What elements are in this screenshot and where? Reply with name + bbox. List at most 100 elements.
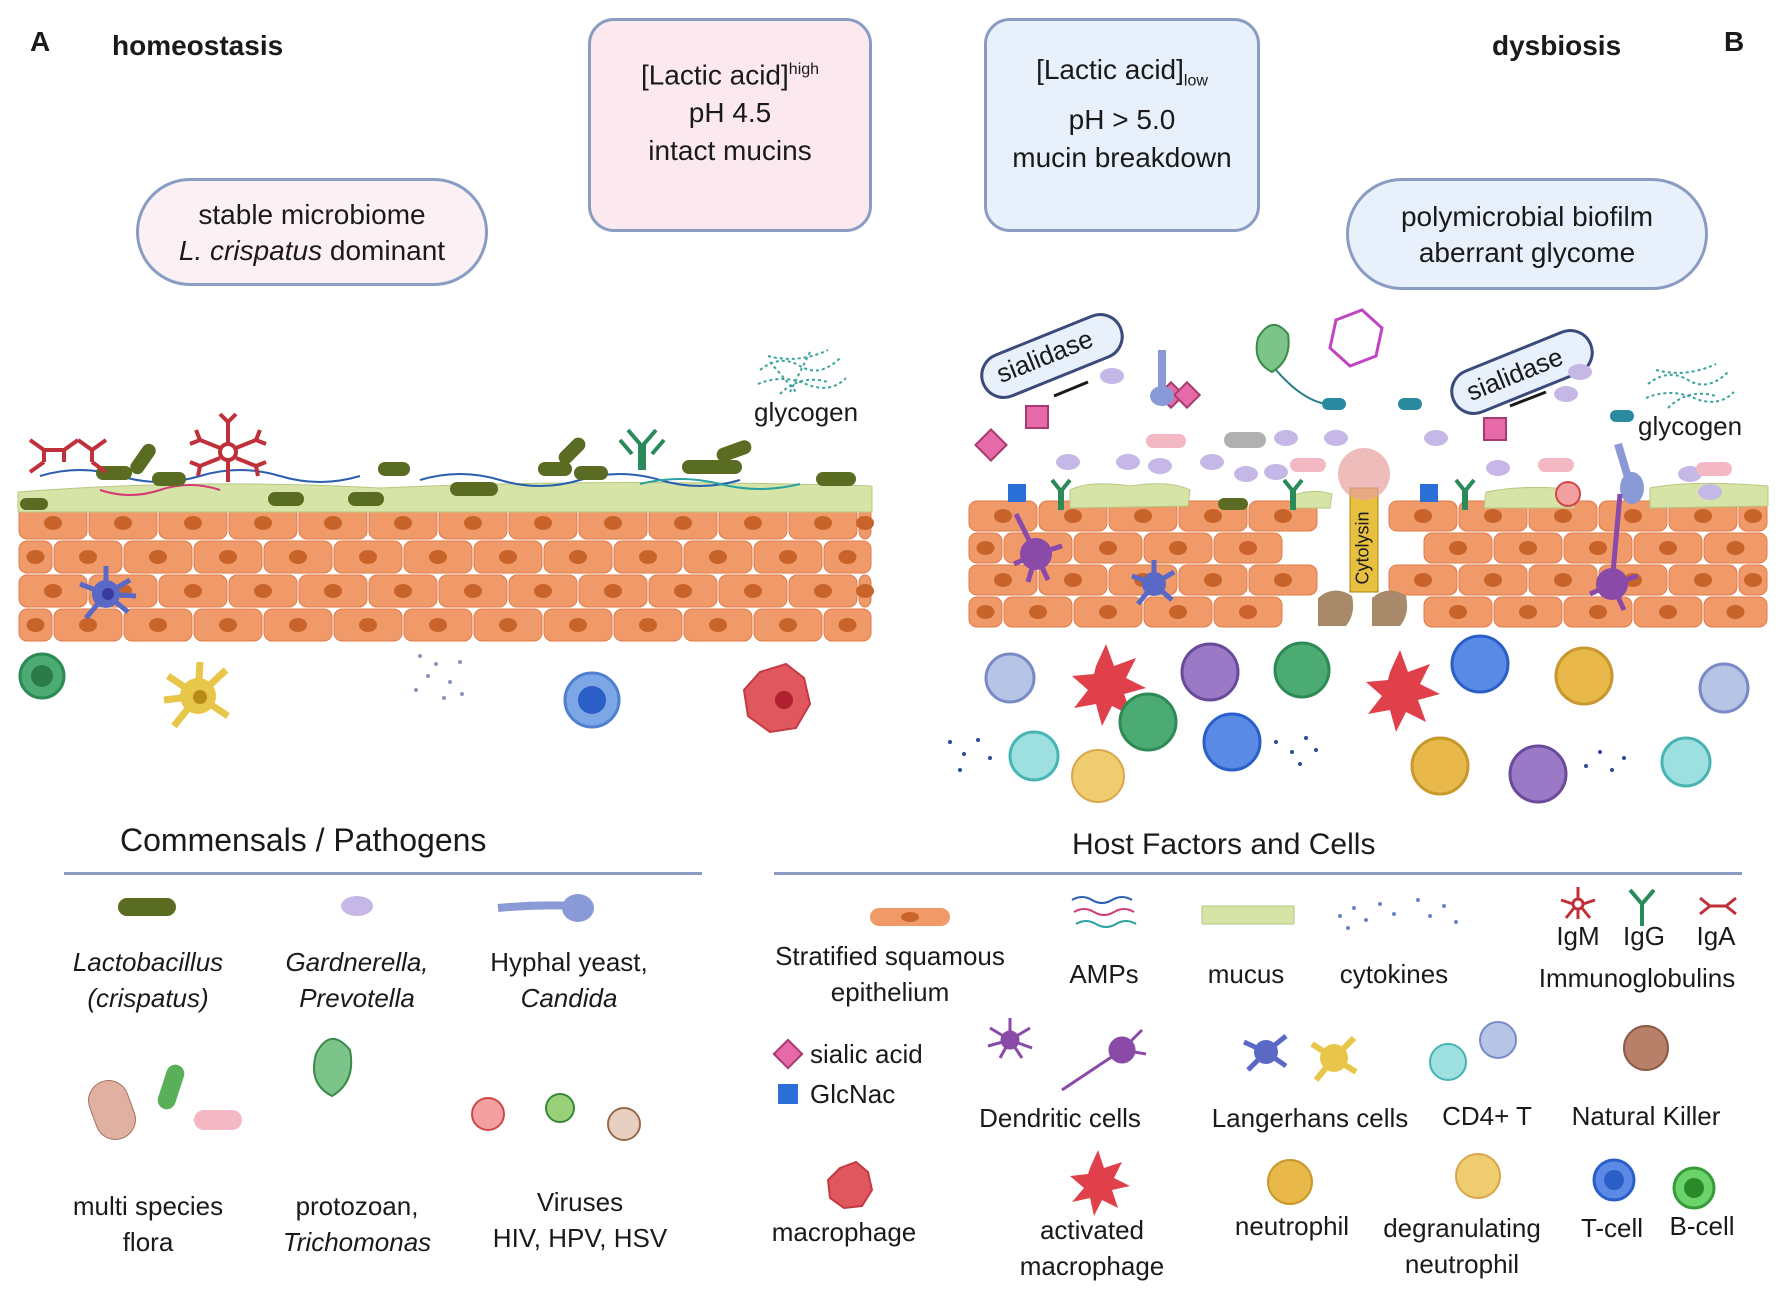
lactic-high-box: [Lactic acid]high pH 4.5 intact mucins [588,18,872,232]
neutrophil [1554,646,1614,706]
nucleus [709,550,727,564]
natural-killer [1180,642,1240,702]
t-cell-label: T-cell [1580,1213,1644,1243]
nucleus [1064,573,1082,587]
nucleus [856,584,874,598]
igm-label: IgM [1556,921,1600,951]
sialic-acid [1025,405,1049,429]
nucleus [1274,509,1292,523]
nucleus [1064,509,1082,523]
nucleus [1204,573,1222,587]
nucleus [219,618,237,632]
flora-pink [1696,462,1732,476]
protozoan-line1: protozoan, [295,1191,419,1221]
flora-teal [1610,410,1634,422]
virus-hex [1328,308,1384,368]
mucin-breakdown: mucin breakdown [1012,141,1232,173]
nucleus [856,516,874,530]
trichomonas-icon [313,1038,353,1098]
amp-strand [99,484,221,496]
nucleus [219,550,237,564]
t-cell [1450,634,1510,694]
hyphal-label: Hyphal yeast, Candida [474,944,664,1016]
igg-label: IgG [1623,921,1665,951]
candida-name: Candida [520,983,618,1013]
lactobacillus [574,466,608,480]
nucleus [114,516,132,530]
lactobacillus [378,462,410,476]
cytokines-label: cytokines [1339,959,1449,989]
hsv-icon [607,1107,641,1141]
damaged-cells [1318,590,1408,626]
b-cell [1118,692,1178,752]
epithelium-line2: epithelium [830,977,950,1007]
cd4-icon [1429,1043,1467,1081]
natural-killer [1508,744,1568,804]
dendritic-cd4 [1698,662,1750,714]
cleavage-line [1053,380,1089,398]
hpv-icon [545,1093,575,1123]
lactic-high-sup: high [788,61,820,78]
nucleus [289,550,307,564]
glycogen-label-b: glycogen [1638,411,1743,441]
lactobacillus [20,498,48,510]
dendritic-label: Dendritic cells [979,1103,1141,1133]
nucleus [569,618,587,632]
sialic-acid [974,428,1008,462]
nucleus [359,618,377,632]
nucleus [744,584,762,598]
nucleus [184,516,202,530]
nucleus [1694,573,1712,587]
degranulating-line2: neutrophil [1404,1249,1520,1279]
nucleus [1519,605,1537,619]
glcnac-label: GlcNac [810,1079,896,1109]
lactobacillus [538,462,572,476]
mucus-fragments-b [1069,482,1769,509]
nucleus [44,516,62,530]
amps-label: AMPs [1069,959,1139,989]
nucleus [1449,605,1467,619]
nucleus [1519,541,1537,555]
nucleus [1414,509,1432,523]
virus-round [1555,481,1581,507]
activated-macrophage-label: activated macrophage [1004,1212,1180,1284]
ph-high: pH 4.5 [688,97,772,129]
nucleus [289,618,307,632]
dendritic-cd4 [984,652,1036,704]
dominant-text: dominant [322,235,446,266]
panel-a-letter: A [30,26,51,57]
hyphal-name: Hyphal yeast, [490,947,648,977]
viruses-line1: Viruses [536,1187,624,1217]
igg-icon [1628,888,1656,926]
commensals-rule [64,872,702,875]
polymicrobial-text: polymicrobial biofilm [1400,201,1654,232]
nucleus [1414,573,1432,587]
flora-icon [88,1080,136,1140]
viruses-label: Viruses HIV, HPV, HSV [480,1184,680,1256]
langerhans-cell-b [1131,560,1176,606]
nucleus [604,584,622,598]
flora-line1: multi species [72,1191,224,1221]
lactobacillus [152,472,186,486]
aberrant-glycome-text: aberrant glycome [1418,237,1636,268]
activated-macrophage-icon [1070,1150,1130,1216]
cd4-label: CD4+ T [1442,1101,1532,1131]
b-cell-label: B-cell [1669,1211,1735,1241]
nucleus [324,516,342,530]
nucleus [1274,573,1292,587]
iga-icon [1699,896,1737,916]
lactobacillus-label: Lactobacillus (crispatus) [60,944,236,1016]
degranulating-neutrophil [1071,749,1125,803]
flora-teal [1322,398,1346,410]
nucleus [569,550,587,564]
nucleus [149,550,167,564]
nucleus [814,584,832,598]
langerhans-yellow-a [163,661,230,729]
protozoan-label: protozoan, Trichomonas [270,1188,444,1260]
nucleus [1099,541,1117,555]
epithelium-label: Stratified squamous epithelium [758,938,1022,1010]
neutrophil-label: neutrophil [1234,1211,1350,1241]
igm-icon [1560,887,1596,919]
igm-antibody-a [189,412,267,482]
